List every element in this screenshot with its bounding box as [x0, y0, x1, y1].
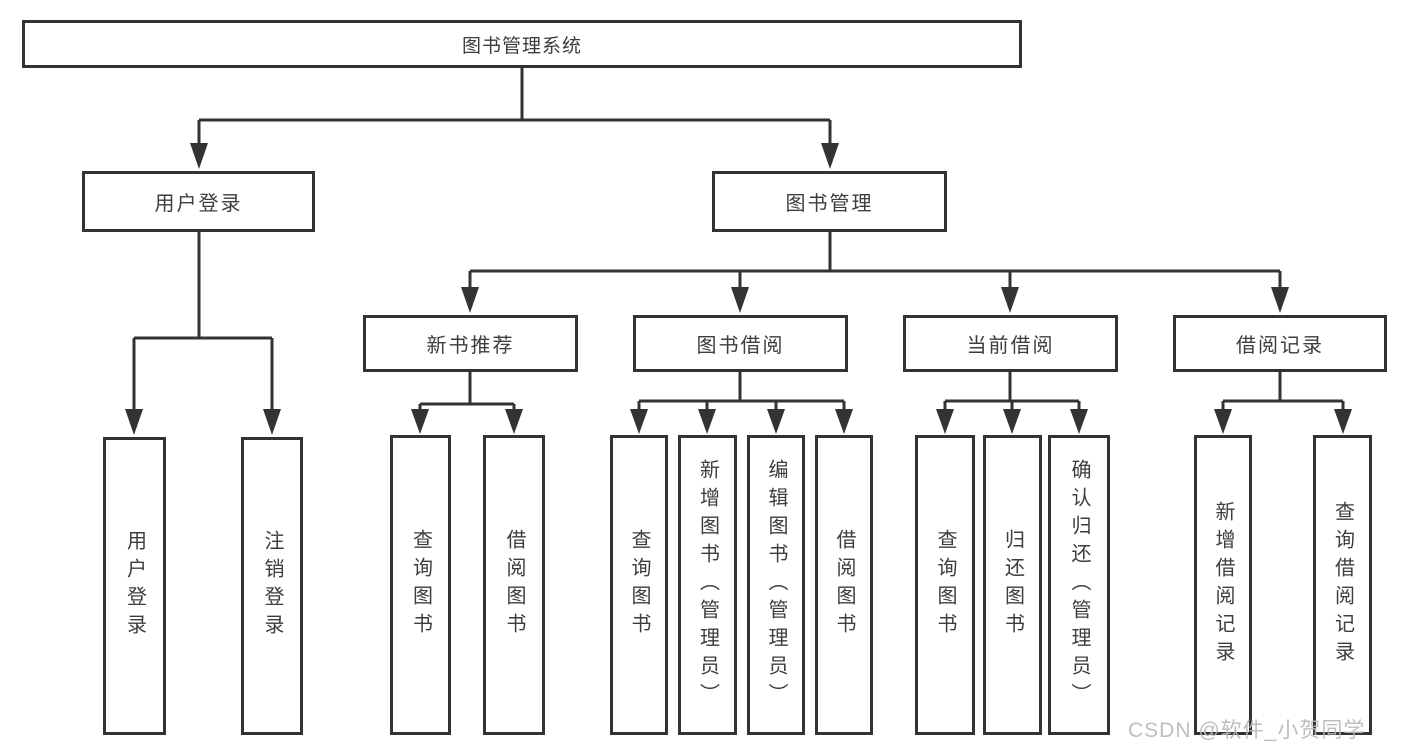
leaf-current-return-book: 归还图书: [983, 435, 1042, 735]
node-current-borrow: 当前借阅: [903, 315, 1118, 372]
connector-book-borrow-children: [630, 372, 853, 434]
leaf-logout: 注销登录: [241, 437, 303, 735]
leaf-user-login: 用户登录: [103, 437, 166, 735]
csdn-watermark: CSDN @软件_小贺同学: [1128, 719, 1366, 742]
leaf-borrow-query-book: 查询图书: [610, 435, 668, 735]
node-system-root: 图书管理系统: [22, 20, 1022, 68]
leaf-borrow-add-book-admin: 新增图书（管理员）: [678, 435, 737, 735]
leaf-newbooks-borrow-book: 借阅图书: [483, 435, 545, 735]
connector-borrow-records-children: [1214, 372, 1352, 434]
leaf-records-add-record: 新增借阅记录: [1194, 435, 1252, 735]
node-new-book-recommend: 新书推荐: [363, 315, 578, 372]
leaf-records-query-record: 查询借阅记录: [1313, 435, 1372, 735]
node-book-management: 图书管理: [712, 171, 947, 232]
leaf-current-query-book: 查询图书: [915, 435, 975, 735]
node-borrow-records: 借阅记录: [1173, 315, 1387, 372]
leaf-borrow-borrow-book: 借阅图书: [815, 435, 873, 735]
leaf-current-confirm-return-admin: 确认归还（管理员）: [1048, 435, 1110, 735]
connector-new-books-children: [411, 372, 523, 434]
connector-user-login-children: [125, 232, 281, 435]
node-book-borrow: 图书借阅: [633, 315, 848, 372]
connector-book-mgmt-children: [461, 232, 1289, 313]
connector-root-to-level2: [190, 68, 839, 169]
connector-current-borrow-children: [936, 372, 1088, 434]
leaf-newbooks-query-book: 查询图书: [390, 435, 451, 735]
node-user-login: 用户登录: [82, 171, 315, 232]
leaf-borrow-edit-book-admin: 编辑图书（管理员）: [747, 435, 805, 735]
